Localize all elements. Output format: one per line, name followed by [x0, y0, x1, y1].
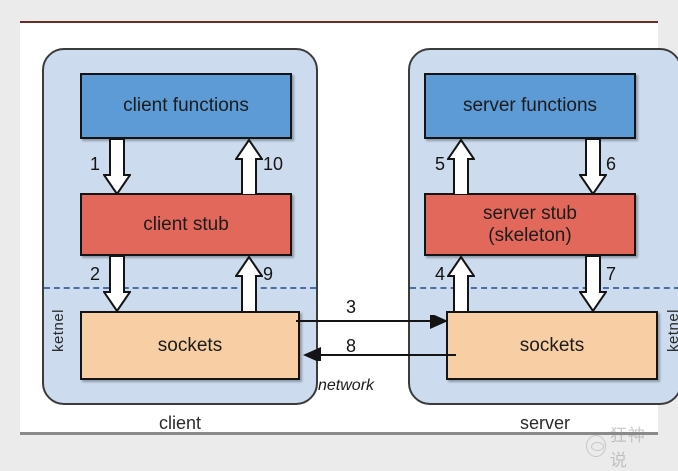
arrow-4-up [447, 256, 475, 312]
arrow-9-up [235, 256, 263, 312]
server-kernel-label: ketnel [665, 309, 678, 353]
arrow-6-down [579, 139, 607, 195]
server-functions-box: server functions [424, 73, 636, 139]
article-sheet: client functions client stub sockets [20, 21, 678, 470]
step-number-3: 3 [346, 297, 357, 317]
arrow-10-up [235, 139, 263, 195]
arrow-1-down [103, 139, 131, 195]
client-functions-box: client functions [80, 73, 292, 139]
network-arrows [296, 315, 456, 361]
server-kernel-divider [410, 287, 678, 289]
watermark: 狂神说 [586, 421, 658, 471]
step-number-6: 6 [606, 154, 617, 174]
client-kernel-label: ketnel [50, 309, 67, 353]
server-sockets-box: sockets [446, 311, 658, 380]
step-number-8: 8 [346, 336, 357, 356]
step-number-7: 7 [606, 264, 617, 284]
wechat-logo-icon [586, 435, 606, 457]
client-caption: client [158, 413, 202, 433]
client-stub-label: client stub [143, 213, 229, 235]
client-functions-label: client functions [123, 95, 249, 117]
step-number-9: 9 [263, 264, 274, 284]
step-number-10: 10 [263, 154, 284, 174]
server-stub-label: server stub [483, 202, 577, 224]
step-number-4: 4 [435, 264, 446, 284]
step-number-2: 2 [90, 264, 101, 284]
server-functions-label: server functions [462, 95, 598, 117]
client-stub-box: client stub [80, 193, 292, 256]
client-sockets-box: sockets [80, 311, 300, 380]
server-caption: server [519, 413, 570, 433]
arrow-2-down [103, 256, 131, 312]
arrow-7-down [579, 256, 607, 312]
server-stub-box: server stub (skeleton) [424, 193, 636, 256]
server-stub-sublabel: (skeleton) [488, 224, 572, 246]
watermark-text: 狂神说 [609, 426, 646, 470]
step-number-5: 5 [435, 154, 446, 174]
client-sockets-label: sockets [157, 334, 223, 356]
step-number-1: 1 [90, 154, 101, 174]
network-label: network [318, 377, 375, 394]
diagram-canvas: client functions client stub sockets [20, 21, 678, 470]
server-sockets-label: sockets [519, 334, 585, 356]
client-kernel-divider [44, 287, 316, 289]
arrow-5-up [447, 139, 475, 195]
